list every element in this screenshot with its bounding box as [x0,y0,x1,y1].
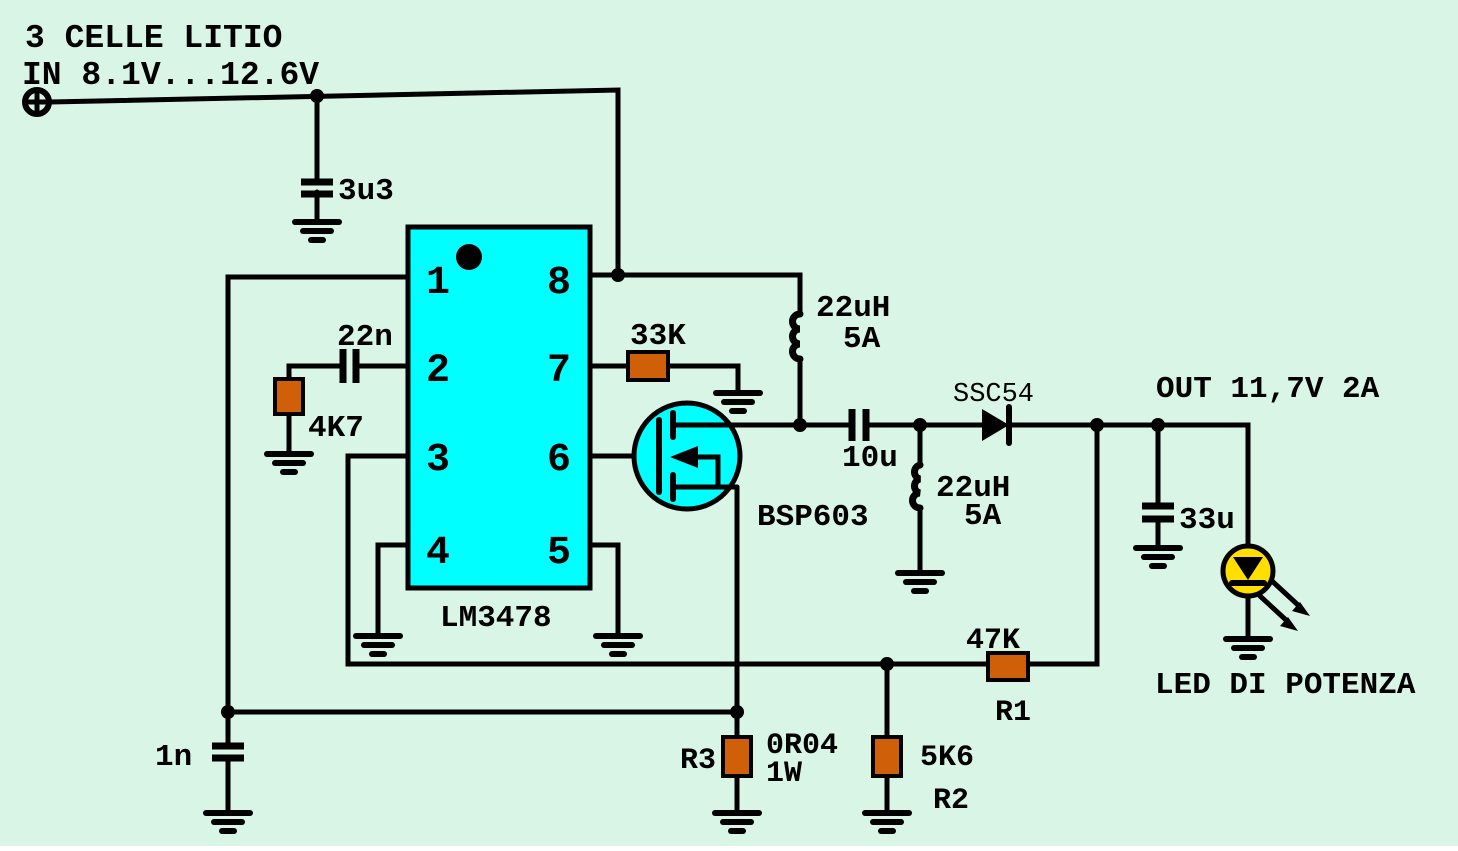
ic-lm3478: 1 2 3 4 8 7 6 5 LM3478 [405,224,593,636]
ic-pin-3: 3 [426,438,450,483]
ic-pin-6: 6 [547,438,571,483]
capacitor-10u-label: 10u [842,441,898,476]
ic-pin-4: 4 [426,531,450,576]
title-battery: 3 CELLE LITIO [25,20,282,57]
resistor-33k-label: 33K [630,319,686,354]
inductor-l2-value: 22uH [936,471,1010,506]
diode-ssc54-label: SSC54 [953,380,1034,410]
mosfet-label: BSP603 [757,500,869,535]
ic-pin-7: 7 [547,349,571,394]
mosfet-bsp603: BSP603 [631,400,869,535]
ic-body [405,224,593,591]
capacitor-22n-label: 22n [337,320,393,355]
resistor-5k6-label: 5K6 [920,741,974,775]
capacitor-33u: 33u [1142,502,1235,538]
resistor-47k-r1: 47K R1 [966,624,1031,730]
capacitor-3u3: 3u3 [301,174,394,209]
capacitor-22n: 22n [337,320,393,383]
ic-pin-2: 2 [426,349,450,394]
inductor-l2-current: 5A [964,499,1002,534]
led-caption: LED DI POTENZA [1155,668,1416,703]
inductor-l1-value: 22uH [816,291,890,326]
ic-pin-5: 5 [547,531,571,576]
resistor-0r04-power: 1W [766,757,802,791]
resistor-5k6-ref: R2 [933,784,969,818]
resistor-0r04-r3: R3 0R04 1W [680,729,838,791]
output-label: OUT 11,7V 2A [1156,372,1380,407]
junction-dots [221,89,1165,719]
diode-ssc54: SSC54 [953,380,1034,446]
resistor-47k-label: 47K [966,624,1020,658]
inductor-l1-current: 5A [843,322,881,357]
capacitor-1n-label: 1n [155,740,192,775]
resistor-0r04-label: 0R04 [766,729,838,763]
capacitor-33u-label: 33u [1179,503,1235,538]
resistor-47k-ref: R1 [995,696,1031,730]
capacitor-10u: 10u [842,409,898,476]
resistor-4k7-label: 4K7 [308,411,364,446]
title-input-voltage: IN 8.1V...12.6V [22,57,319,94]
resistor-5k6-r2: 5K6 R2 [871,735,974,818]
ic-part-label: LM3478 [440,601,552,636]
resistor-4k7: 4K7 [273,377,364,446]
capacitor-1n: 1n [155,740,244,775]
inductor-l2: 22uH 5A [909,461,1010,534]
led-emission-arrows [1257,578,1310,631]
power-led: LED DI POTENZA [1155,543,1416,703]
resistor-33k: 33K [626,319,686,382]
input-terminal [22,87,52,117]
ic-pin-1: 1 [426,261,450,306]
capacitor-3u3-label: 3u3 [338,174,394,209]
ic-pin-8: 8 [547,261,571,306]
ic-pin1-marker [456,244,482,270]
resistor-0r04-ref: R3 [680,744,716,778]
inductor-l1: 22uH 5A [789,291,890,363]
